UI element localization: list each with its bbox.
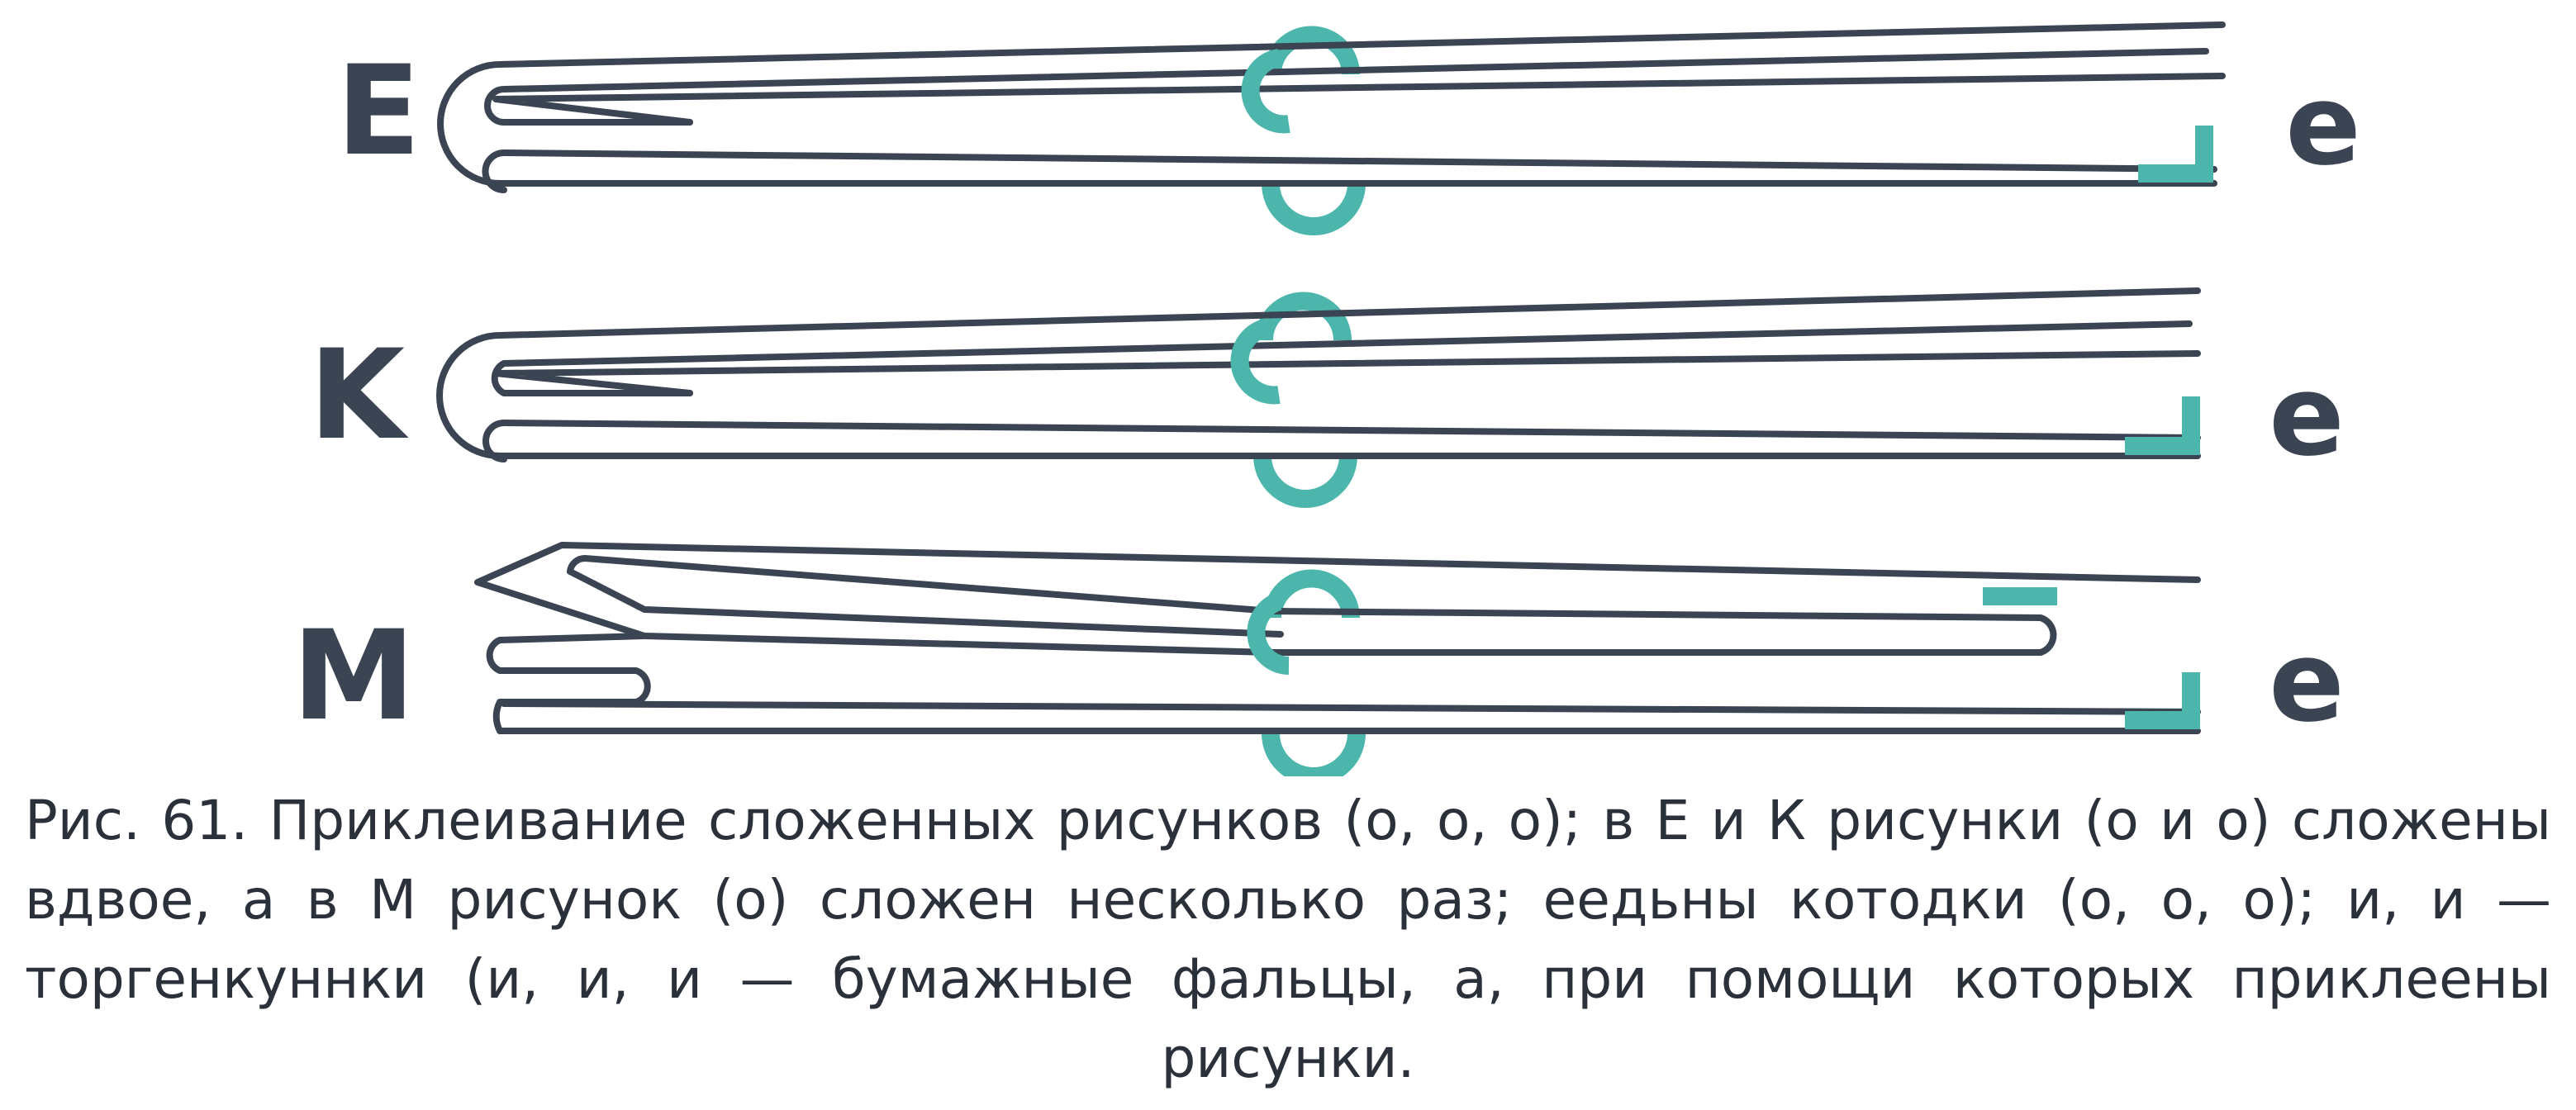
ring-front-m — [1247, 592, 1290, 675]
folded-sheet-outer-e — [437, 21, 2226, 187]
folded-sheet-pointed-inner-m — [567, 554, 1284, 638]
folded-sheet-long-m — [1269, 608, 2057, 656]
row-k: K e — [309, 287, 2345, 508]
ring-front-e — [1241, 49, 1290, 134]
folded-sheet-inner-k — [491, 320, 2193, 396]
ring-lower-k — [1253, 455, 1357, 508]
ring-back-k — [1255, 292, 1352, 341]
end-label-e: e — [2285, 60, 2361, 190]
folded-sheet-inner-e — [484, 48, 2209, 126]
row-letter-e: E — [336, 40, 421, 183]
paper-hinge-e — [2138, 126, 2213, 183]
ring-lower-e — [1262, 183, 1366, 235]
row-m: M e — [292, 542, 2345, 776]
figure-caption: Рис. 61. Приклеивание сложенных рисунков… — [25, 789, 2551, 1090]
ring-lower-m — [1262, 733, 1366, 776]
binding-diagram: E e K e M — [292, 21, 2361, 776]
folded-sheet-pointed-m — [474, 542, 2201, 656]
folded-sheet-outer-k — [436, 287, 2201, 459]
folded-sheet-lower-k — [482, 420, 2201, 462]
paper-hinge-k — [2125, 396, 2200, 455]
folded-sheet-lower-e — [482, 149, 2217, 193]
end-label-k: e — [2269, 351, 2345, 481]
ring-front-k — [1230, 318, 1281, 405]
folded-sheet-middle-e — [492, 73, 2226, 126]
folded-sheet-lower-m — [501, 700, 2201, 715]
row-letter-k: K — [309, 324, 409, 467]
row-letter-m: M — [292, 605, 415, 748]
end-label-m: e — [2269, 617, 2345, 747]
paper-hinge-m — [2125, 672, 2200, 729]
folded-sheet-middle-k — [492, 350, 2201, 396]
row-e: E e — [336, 21, 2361, 235]
folded-sheet-zigzag-m — [486, 633, 2201, 734]
